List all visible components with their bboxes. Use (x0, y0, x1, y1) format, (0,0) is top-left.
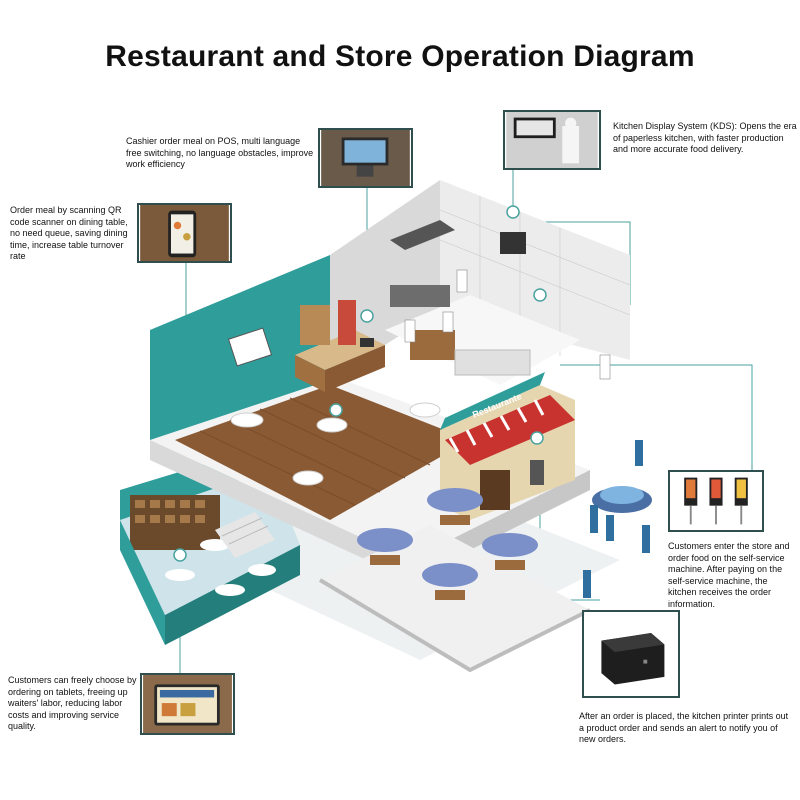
tablet-callout: Customers can freely choose by ordering … (8, 675, 137, 731)
tablet-ordering-thumbnail (140, 673, 235, 735)
pos-terminal (360, 338, 374, 347)
pos-thumbnail (318, 128, 413, 188)
kds-thumbnail (503, 110, 601, 170)
kds-screen (500, 232, 526, 254)
qr-scan-thumbnail (137, 203, 232, 263)
kiosk-callout: Customers enter the store and order food… (668, 541, 790, 609)
printer-callout: After an order is placed, the kitchen pr… (579, 711, 789, 744)
patio-umbrellas (357, 488, 538, 587)
kitchen-printer-thumbnail (582, 610, 680, 698)
entrance-kiosk (530, 460, 544, 485)
self-service-kiosk-thumbnail (668, 470, 764, 532)
pos-callout: Cashier order meal on POS, multi languag… (126, 136, 314, 169)
kds-callout: Kitchen Display System (KDS): Opens the … (613, 121, 797, 154)
diagram-title: Restaurant and Store Operation Diagram (105, 40, 695, 73)
menu-board (227, 327, 273, 367)
qr-callout: Order meal by scanning QR code scanner o… (10, 205, 128, 261)
stairs (215, 512, 275, 558)
